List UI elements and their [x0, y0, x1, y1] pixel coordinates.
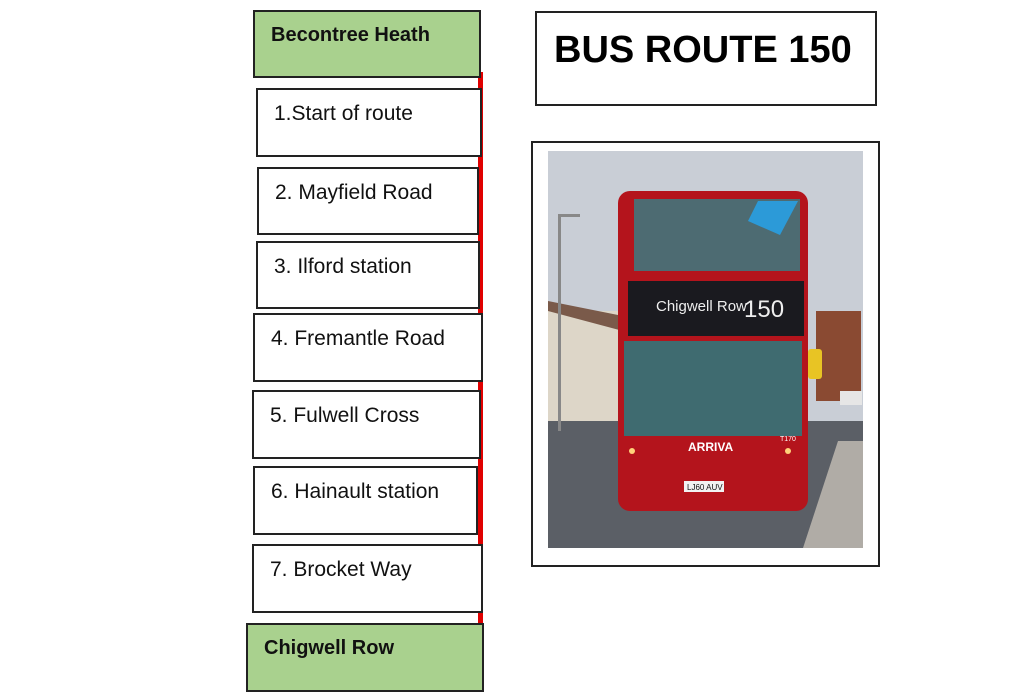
operator-logo: ARRIVA	[688, 440, 733, 454]
number-plate	[684, 481, 724, 492]
page-title: BUS ROUTE 150	[535, 11, 877, 106]
mirror	[808, 349, 822, 379]
lamp-post	[558, 216, 561, 431]
destination-panel	[628, 281, 804, 336]
building-right	[816, 311, 861, 401]
bus-photo: Chigwell Row 150 ARRIVA T170 LJ60 AUV	[548, 151, 863, 548]
start-terminus: Becontree Heath	[253, 10, 481, 78]
stop-7: 7. Brocket Way	[252, 544, 483, 613]
route-line	[478, 72, 483, 692]
fleet-number: T170	[780, 436, 796, 443]
stop-2: 2. Mayfield Road	[257, 167, 479, 235]
pavement	[803, 441, 863, 548]
route-number-text: 150	[744, 296, 784, 323]
stop-4: 4. Fremantle Road	[253, 313, 483, 382]
car	[840, 391, 862, 405]
end-terminus: Chigwell Row	[246, 623, 484, 692]
destination-text: Chigwell Row	[656, 298, 747, 315]
stop-3: 3. Ilford station	[256, 241, 480, 309]
stop-5: 5. Fulwell Cross	[252, 390, 481, 459]
lower-window	[624, 341, 802, 436]
stop-6: 6. Hainault station	[253, 466, 478, 535]
photo-frame	[531, 141, 880, 567]
stop-1: 1.Start of route	[256, 88, 482, 157]
plate-text: LJ60 AUV	[687, 483, 723, 492]
